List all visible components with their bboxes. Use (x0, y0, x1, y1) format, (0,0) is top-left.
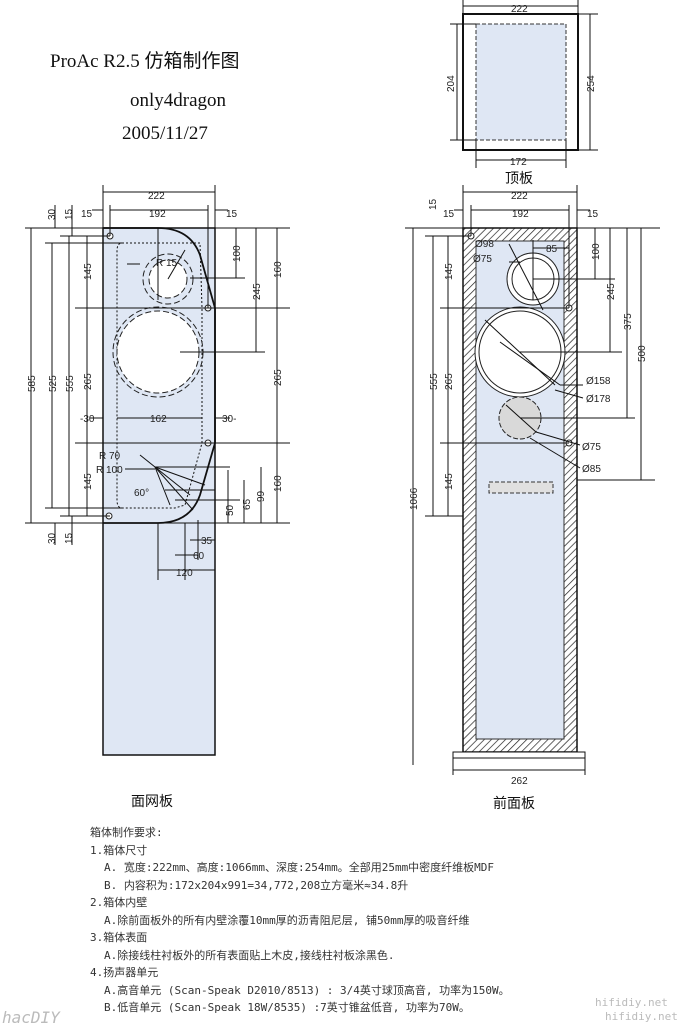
dim-label: 15 (64, 208, 75, 220)
notes-section: 3.箱体表面 (90, 931, 148, 944)
dimension-line (167, 249, 186, 280)
dim-label: 160 (273, 475, 284, 492)
dim-label: 145 (83, 263, 94, 280)
dim-label: 145 (83, 473, 94, 490)
dim-label: 265 (273, 369, 284, 386)
dim-label: Ø98 (475, 239, 494, 250)
date: 2005/11/27 (122, 123, 208, 144)
dim-label: 85 (546, 244, 558, 255)
dim-label: 30- (222, 414, 236, 425)
dim-label: 50 (225, 504, 236, 516)
notes-section: 4.扬声器单元 (90, 966, 159, 979)
dim-label: Ø75 (582, 442, 601, 453)
top-view: 222 172 204 254 顶板 (446, 0, 598, 187)
notes-section: 2.箱体内壁 (90, 896, 148, 909)
author: only4dragon (130, 90, 227, 111)
dim-label: 15 (226, 209, 238, 220)
dimension-line (508, 243, 544, 311)
dim-label: 65 (242, 498, 253, 510)
plinth (452, 751, 586, 759)
dim-label: 245 (606, 283, 617, 300)
dim-top-inner-depth: 204 (446, 75, 457, 92)
front-panel-caption: 前面板 (493, 795, 535, 812)
dim-label: 15 (443, 209, 455, 220)
dim-label: 262 (511, 776, 528, 787)
dimension-line (529, 437, 581, 469)
dim-label: 265 (83, 373, 94, 390)
dim-label: 555 (429, 373, 440, 390)
dim-label: 100 (591, 243, 602, 260)
dim-label: 120 (176, 568, 193, 579)
dim-label: 555 (65, 375, 76, 392)
grille-caption: 面网板 (131, 794, 173, 810)
notes-heading: 箱体制作要求: (90, 826, 163, 839)
dimension-line (154, 466, 206, 486)
dimension-line (554, 389, 584, 399)
watermark: hifidiy.net (605, 1010, 678, 1023)
dim-label: -30 (80, 414, 95, 425)
dimension-line (535, 431, 581, 446)
dimension-line (499, 341, 561, 386)
dim-label: 15 (81, 209, 93, 220)
dim-label: 60° (134, 488, 149, 499)
dim-label: 162 (150, 414, 167, 425)
front-panel-view: 222 192 15 15 15 Ø98 Ø75 85 Ø158 Ø178 Ø7… (405, 185, 660, 812)
dim-label: 100 (232, 245, 243, 262)
dim-label: 30 (47, 208, 58, 220)
dim-label: 222 (148, 191, 165, 202)
dim-label: 1066 (409, 487, 420, 510)
dim-label: 375 (623, 313, 634, 330)
tweeter-cutout-outer (142, 253, 194, 305)
dim-label: R 15 (156, 258, 178, 269)
dim-label: 145 (444, 263, 455, 280)
grille-view: 222 192 15 15 30 15 585 525 555 145 265 … (25, 185, 290, 810)
dim-label: 15 (587, 209, 599, 220)
dim-label: 60 (193, 551, 205, 562)
dim-label: 160 (273, 261, 284, 278)
dimension-line (484, 319, 556, 386)
watermark: hifidiy.net (595, 996, 668, 1009)
notes-item: A.高音单元 (Scan-Speak D2010/8513) : 3/4英寸球顶… (104, 983, 510, 997)
dimension-line (154, 466, 194, 511)
dimension-line (154, 466, 191, 496)
dim-label: Ø85 (582, 464, 601, 475)
dim-top-inner-width: 172 (510, 157, 527, 168)
brace (488, 481, 554, 494)
top-view-caption: 顶板 (505, 171, 533, 187)
dim-label: 525 (48, 375, 59, 392)
dimension-line (139, 454, 156, 468)
notes-item: A. 宽度:222mm、高度:1066mm、深度:254mm。全部用25mm中密… (104, 861, 495, 874)
drawing-title: ProAc R2.5 仿箱制作图 (50, 50, 239, 72)
watermark-logo: hacDIY (2, 1008, 60, 1027)
dim-label: 192 (512, 209, 529, 220)
build-notes: 箱体制作要求: 1.箱体尺寸 A. 宽度:222mm、高度:1066mm、深度:… (90, 824, 510, 1017)
dim-label: 35 (201, 536, 213, 547)
dim-label: 15 (64, 532, 75, 544)
notes-item: B.低音单元 (Scan-Speak 18W/8535) :7英寸锥盆低音, 功… (104, 1001, 470, 1014)
notes-item: B. 内容积为:172x204x991=34,772,208立方毫米≈34.8升 (104, 878, 409, 892)
dim-label: Ø178 (586, 394, 611, 405)
dim-top-width: 222 (511, 4, 528, 15)
dim-label: 15 (428, 198, 439, 210)
dim-label: 245 (252, 283, 263, 300)
dim-label: 145 (444, 473, 455, 490)
notes-item: A.除接线柱衬板外的所有表面贴上木皮,接线柱衬板涂黑色. (104, 948, 395, 962)
dim-label: 222 (511, 191, 528, 202)
dim-label: R 70 (99, 451, 121, 462)
dim-label: Ø158 (586, 376, 611, 387)
dim-label: 192 (149, 209, 166, 220)
dim-label: 30 (47, 532, 58, 544)
dim-top-depth: 254 (586, 75, 597, 92)
notes-item: A.除前面板外的所有内壁涂覆10mm厚的沥青阻尼层, 铺50mm厚的吸音纤维 (104, 913, 470, 927)
dim-label: Ø75 (473, 254, 492, 265)
dim-label: 99 (256, 490, 267, 502)
dimension-line (154, 466, 171, 506)
dim-label: 265 (444, 373, 455, 390)
dimension-line (505, 404, 537, 433)
notes-section: 1.箱体尺寸 (90, 843, 148, 857)
dim-label: 500 (637, 345, 648, 362)
dim-label: 585 (27, 375, 38, 392)
dim-label: R 100 (96, 465, 123, 476)
